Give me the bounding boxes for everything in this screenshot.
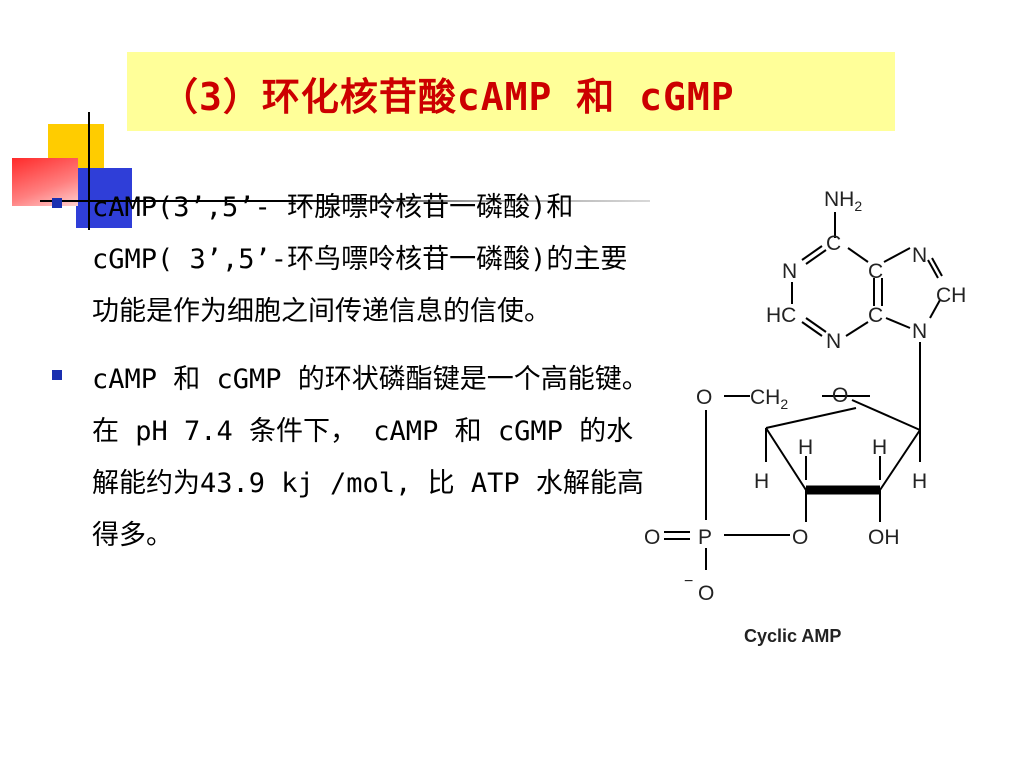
bullet-list: cAMP(3’,5’- 环腺嘌呤核苷一磷酸)和 cGMP( 3’,5’-环鸟嘌呤… bbox=[52, 182, 652, 578]
atom-n7: N bbox=[912, 244, 927, 267]
decor-red-square bbox=[12, 158, 78, 206]
bullet-marker-icon bbox=[52, 198, 62, 208]
atom-h-c1: H bbox=[912, 470, 927, 493]
atom-n3: N bbox=[826, 330, 841, 353]
bullet-item: cAMP 和 cGMP 的环状磷酯键是一个高能键。在 pH 7.4 条件下， c… bbox=[52, 354, 652, 562]
atom-n9: N bbox=[912, 320, 927, 343]
bullet-text: cAMP(3’,5’- 环腺嘌呤核苷一磷酸)和 cGMP( 3’,5’-环鸟嘌呤… bbox=[92, 192, 628, 327]
atom-c4: C bbox=[868, 304, 883, 327]
atom-o5: O bbox=[696, 386, 712, 409]
atom-hc2: HC bbox=[766, 304, 796, 327]
atom-o-minus: O bbox=[698, 582, 714, 605]
atom-o3: O bbox=[792, 526, 808, 549]
atom-o-ring: O bbox=[832, 384, 848, 407]
structure-caption: Cyclic AMP bbox=[744, 626, 841, 646]
atom-n1: C bbox=[826, 232, 841, 255]
atom-o-double: O bbox=[644, 526, 660, 549]
bullet-marker-icon bbox=[52, 370, 62, 380]
decor-blue-square bbox=[76, 168, 132, 228]
atom-n1: N bbox=[782, 260, 797, 283]
atom-h-c2: H bbox=[872, 436, 887, 459]
atom-h-c3: H bbox=[798, 436, 813, 459]
atom-minus-sign: − bbox=[684, 573, 693, 590]
slide-title: （3）环化核苷酸cAMP 和 cGMP bbox=[160, 75, 735, 119]
cyclic-amp-structure: NH2 C N C N CH HC C N N O O CH2 H H H H … bbox=[640, 170, 1000, 660]
decor-vertical-line bbox=[88, 112, 90, 230]
bullet-item: cAMP(3’,5’- 环腺嘌呤核苷一磷酸)和 cGMP( 3’,5’-环鸟嘌呤… bbox=[52, 182, 652, 338]
title-background bbox=[127, 52, 895, 131]
bullet-text: cAMP 和 cGMP 的环状磷酯键是一个高能键。在 pH 7.4 条件下， c… bbox=[92, 364, 649, 551]
atom-nh2: NH2 bbox=[824, 188, 862, 214]
atom-h-c4: H bbox=[754, 470, 769, 493]
atom-c: C bbox=[868, 260, 883, 283]
cyclic-amp-diagram: NH2 C N C N CH HC C N N O O CH2 H H H H … bbox=[644, 188, 966, 646]
atom-ch2: CH2 bbox=[750, 386, 788, 412]
atom-ch8: CH bbox=[936, 284, 966, 307]
atom-oh: OH bbox=[868, 526, 900, 549]
decor-horizontal-line bbox=[40, 200, 650, 202]
atom-p: P bbox=[698, 526, 712, 549]
